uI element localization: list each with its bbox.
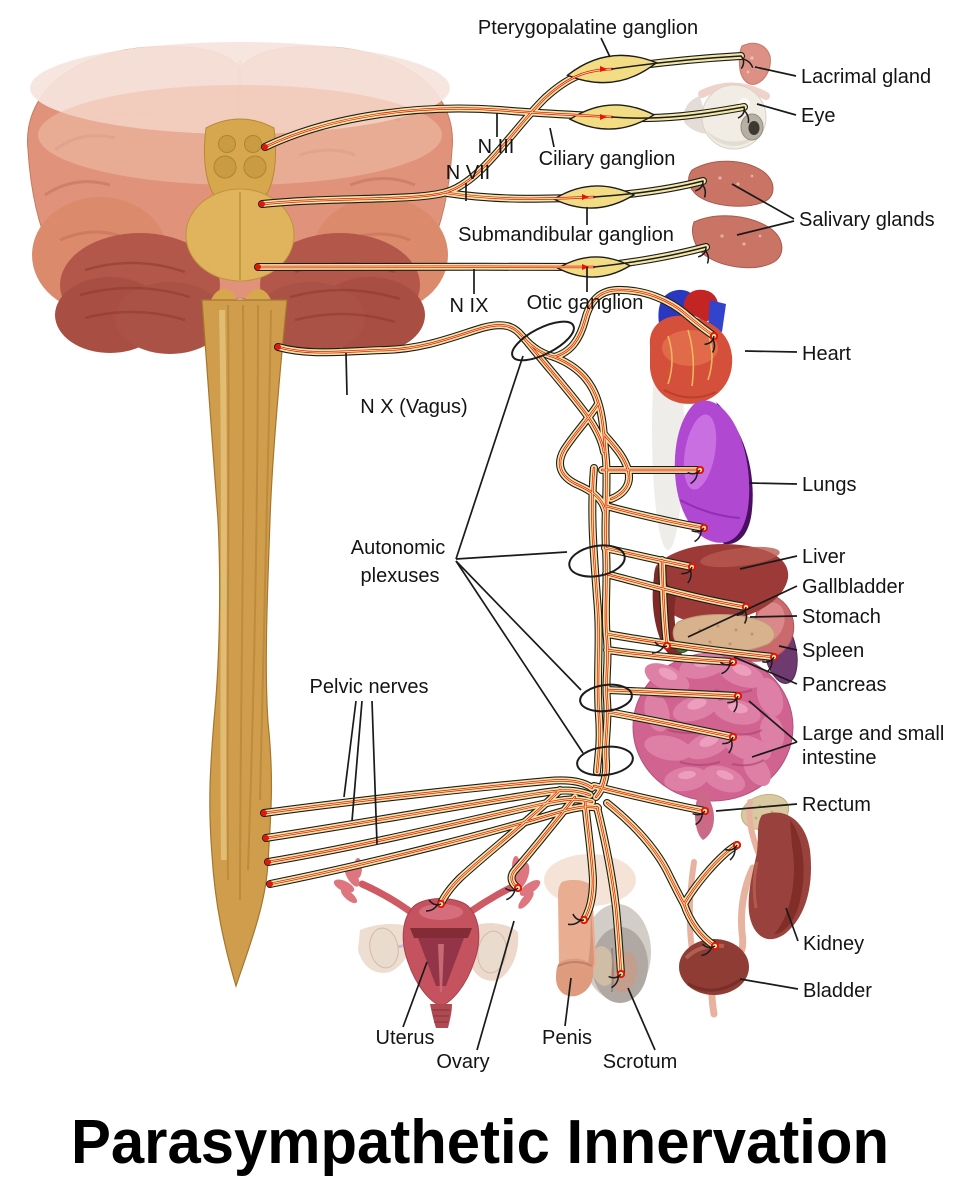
label-autonomic-plexuses-line2: plexuses xyxy=(361,565,440,587)
label-gallbladder: Gallbladder xyxy=(802,576,905,598)
label-kidney: Kidney xyxy=(803,933,864,955)
page-title: Parasympathetic Innervation xyxy=(71,1108,889,1177)
label-intestine-line1: Large and small xyxy=(802,723,944,745)
penis-glans xyxy=(556,958,594,997)
organs xyxy=(333,42,811,1028)
autonomic-plexus-loops xyxy=(511,320,634,777)
label-ciliary-ganglion: Ciliary ganglion xyxy=(539,148,676,170)
intestine-illustration xyxy=(632,652,794,802)
label-lungs: Lungs xyxy=(802,474,857,496)
label-otic-ganglion: Otic ganglion xyxy=(527,292,644,314)
label-scrotum: Scrotum xyxy=(603,1051,677,1073)
label-spleen: Spleen xyxy=(802,640,864,662)
label-pterygopalatine-ganglion: Pterygopalatine ganglion xyxy=(478,17,698,39)
labels: Pterygopalatine ganglion Lacrimal gland … xyxy=(310,17,945,1073)
pointer-lines xyxy=(343,37,799,1051)
label-autonomic-plexuses-line1: Autonomic xyxy=(351,537,446,559)
penis-scrotum-illustration xyxy=(544,854,651,1003)
heart-illustration xyxy=(649,289,733,404)
label-bladder: Bladder xyxy=(803,980,872,1002)
label-heart: Heart xyxy=(802,343,851,365)
cerebellum xyxy=(55,233,425,354)
label-stomach: Stomach xyxy=(802,606,881,628)
kidney-illustration xyxy=(734,793,811,960)
nerve-endings xyxy=(255,52,780,989)
label-lacrimal-gland: Lacrimal gland xyxy=(801,66,931,88)
ovary-right-illustration xyxy=(477,930,507,974)
label-n3: N III xyxy=(478,136,515,158)
label-intestine-line2: intestine xyxy=(802,747,877,769)
nerve-pathways xyxy=(255,50,780,989)
label-uterus: Uterus xyxy=(376,1027,435,1049)
label-liver: Liver xyxy=(802,546,846,568)
label-penis: Penis xyxy=(542,1027,592,1049)
lungs-illustration xyxy=(674,400,753,545)
ureter-left xyxy=(686,859,697,953)
label-pancreas: Pancreas xyxy=(802,674,887,696)
label-n7: N VII xyxy=(446,162,490,184)
label-n9: N IX xyxy=(450,295,489,317)
label-pelvic-nerves: Pelvic nerves xyxy=(310,676,429,698)
ovary-left-illustration xyxy=(369,927,399,969)
lacrimal-gland-illustration xyxy=(738,42,771,85)
label-ovary: Ovary xyxy=(436,1051,489,1073)
label-vagus: N X (Vagus) xyxy=(360,396,467,418)
label-salivary-glands: Salivary glands xyxy=(799,209,935,231)
label-submandibular-ganglion: Submandibular ganglion xyxy=(458,224,674,246)
pancreas-illustration xyxy=(672,614,775,654)
label-eye: Eye xyxy=(801,105,835,127)
label-rectum: Rectum xyxy=(802,794,871,816)
bladder-illustration xyxy=(679,859,749,1018)
